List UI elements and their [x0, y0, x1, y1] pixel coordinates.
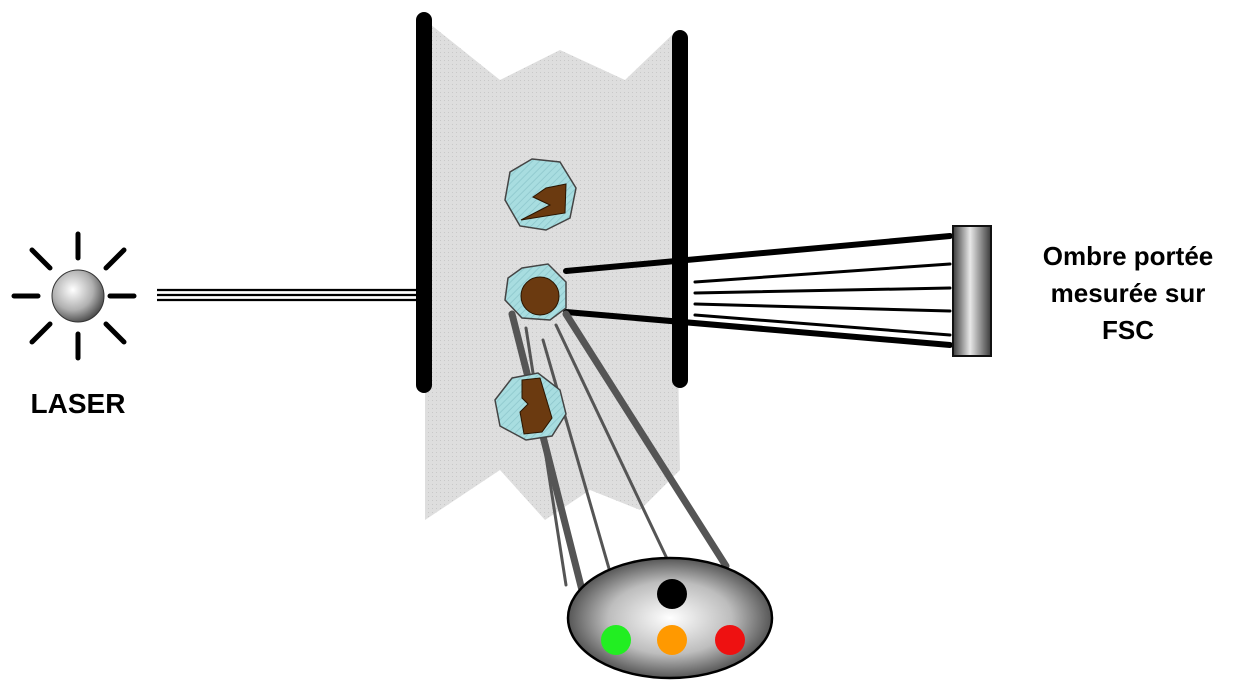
laser-beam [157, 288, 418, 302]
cell-bottom [494, 372, 567, 441]
fsc-label-line-1: Ombre portée [1043, 241, 1214, 271]
detector-dot-red [715, 625, 745, 655]
fsc-label-line-2: mesurée sur [1051, 278, 1206, 308]
laser-label: LASER [31, 388, 126, 419]
detector-dot-green [601, 625, 631, 655]
laser-icon [11, 231, 137, 361]
fsc-detector [952, 225, 992, 357]
side-scatter-rays [508, 310, 730, 610]
cell-top [504, 158, 577, 231]
forward-scatter-rays [563, 233, 953, 348]
fsc-label-line-3: FSC [1102, 315, 1154, 345]
detector-dot-orange [657, 625, 687, 655]
side-detector [566, 556, 774, 680]
detector-dot-black [657, 579, 687, 609]
cell-middle [504, 263, 567, 321]
